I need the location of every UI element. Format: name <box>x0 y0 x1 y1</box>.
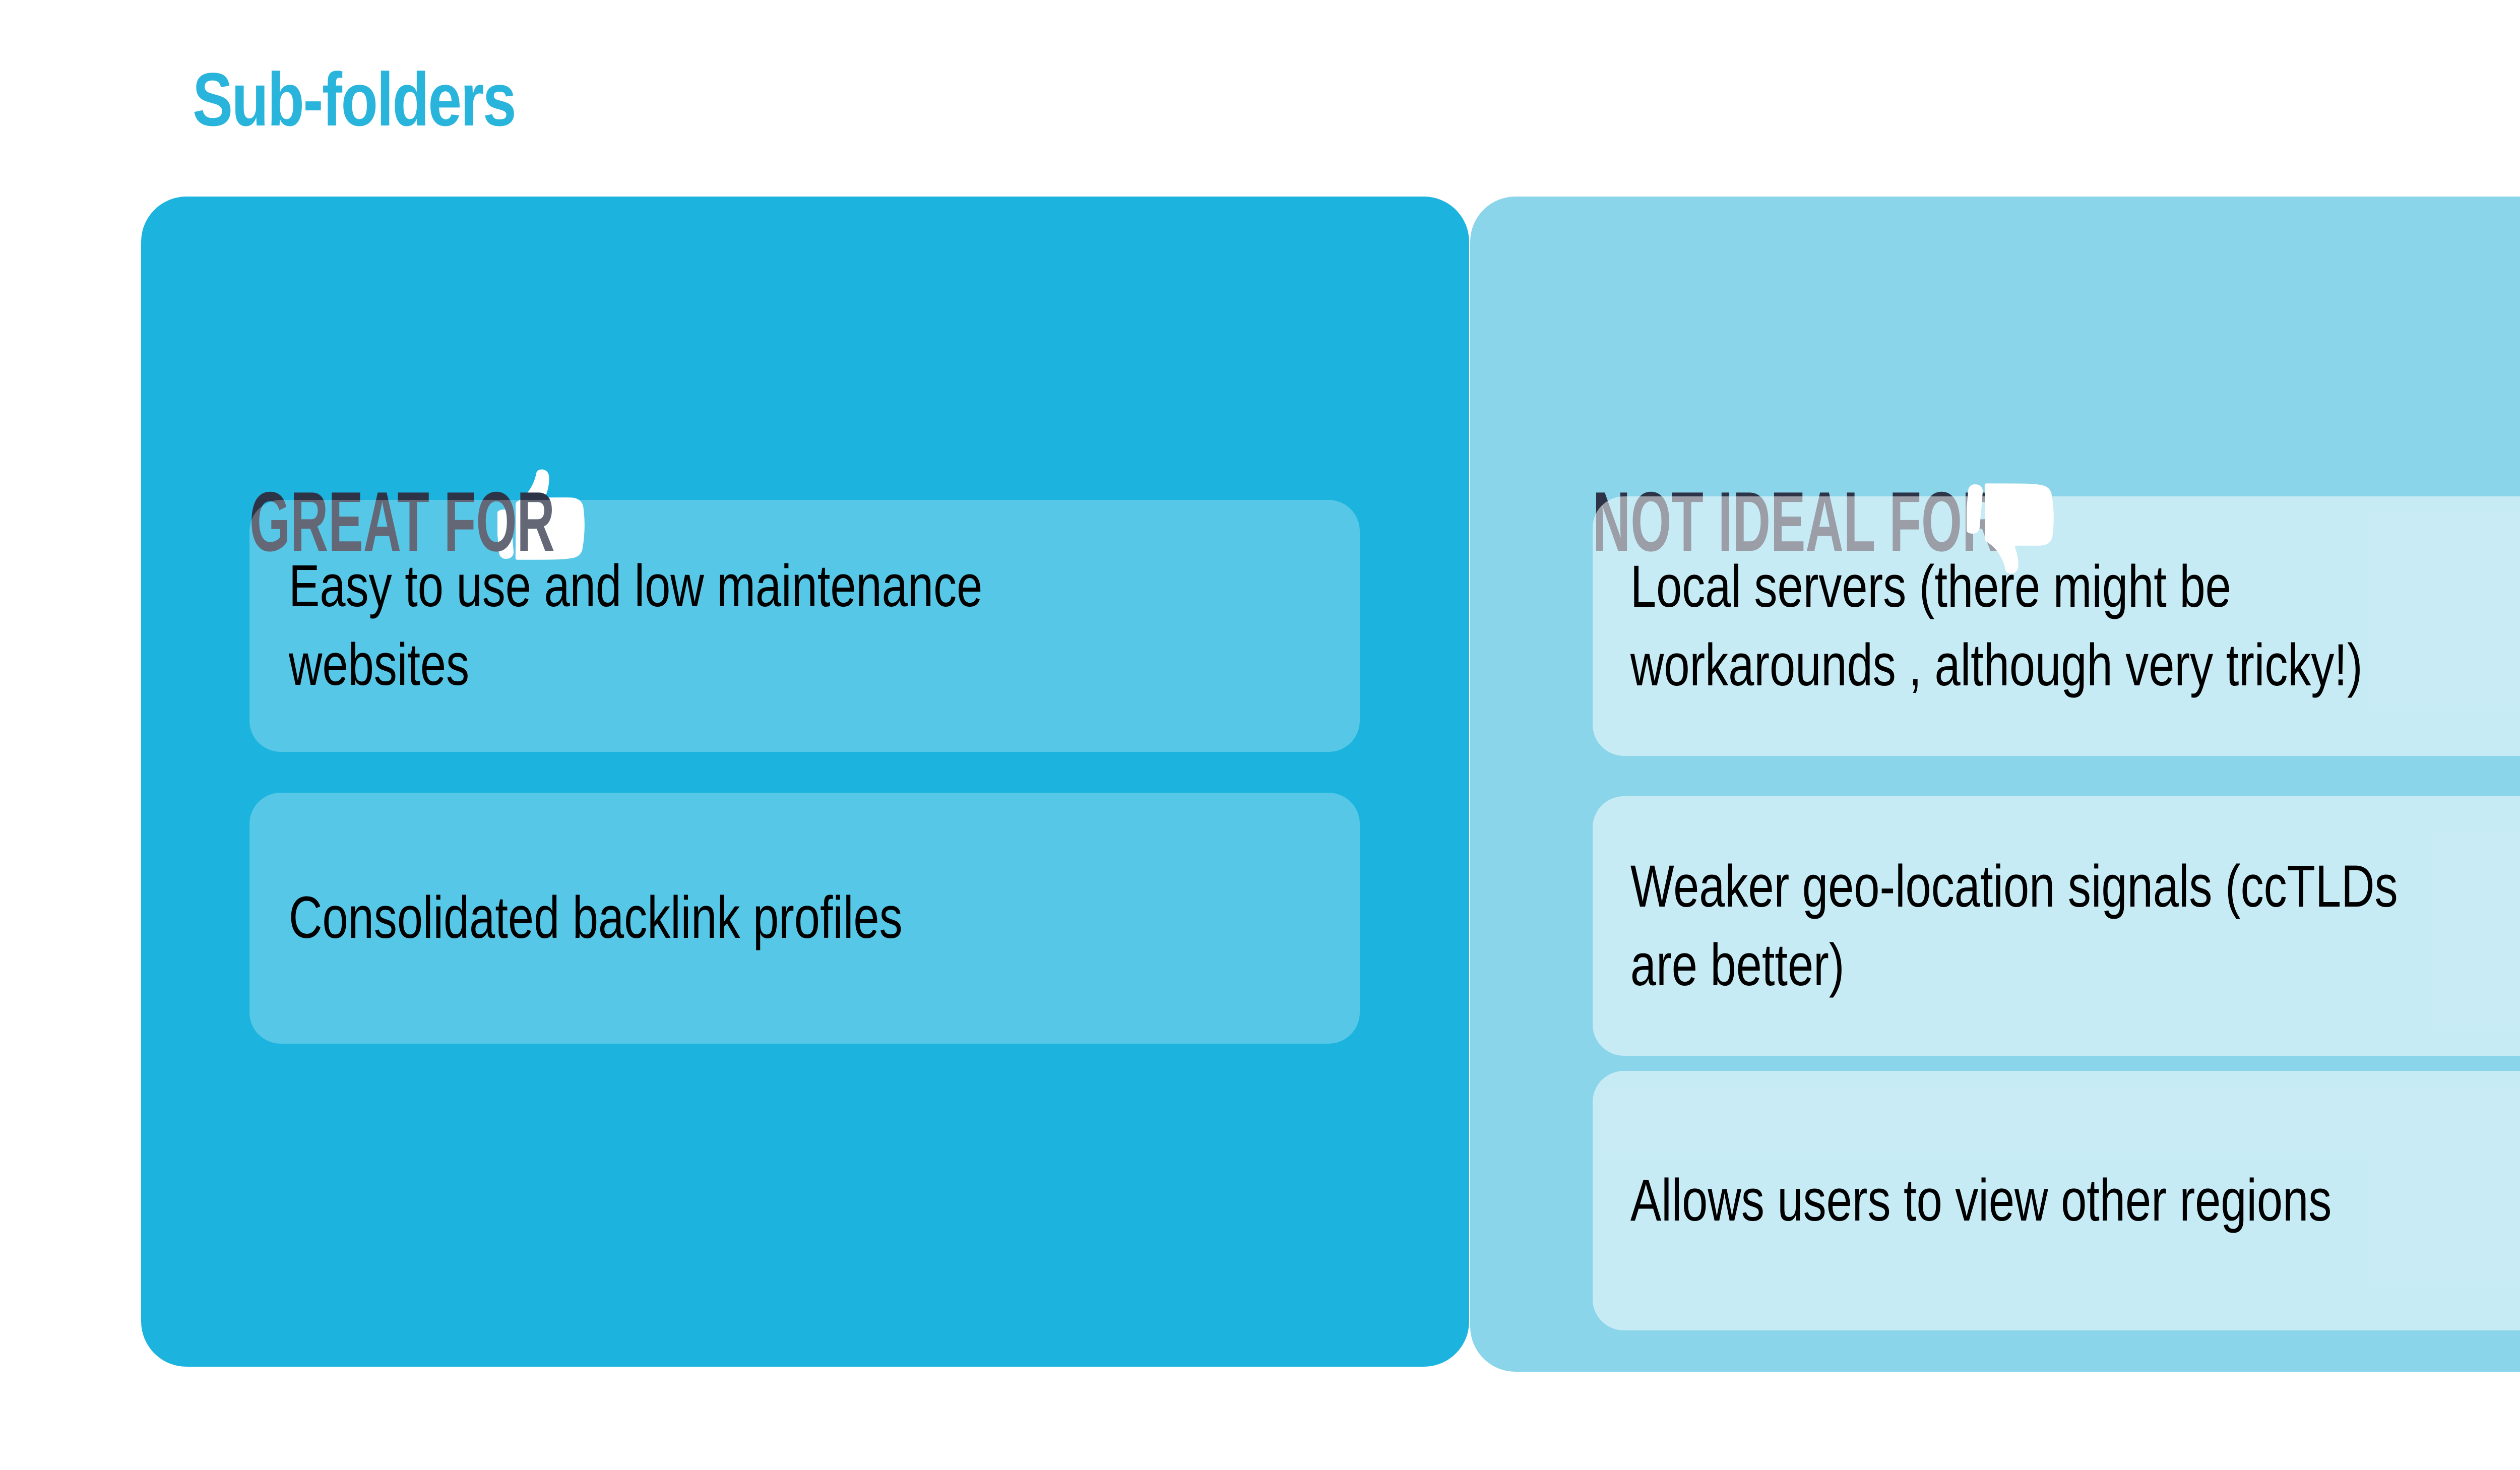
thumbs-up-icon <box>497 469 598 574</box>
list-item-label: Easy to use and low maintenance websites <box>289 553 983 698</box>
list-item-label: Weaker geo-location signals (ccTLDs are … <box>1630 853 2398 998</box>
list-item: Weaker geo-location signals (ccTLDs are … <box>1593 796 2520 1056</box>
list-item: Allows users to view other regions <box>1593 1071 2520 1330</box>
list-item-label: Consolidated backlink profiles <box>289 884 903 951</box>
panel-header-great-for: GREAT FOR <box>249 469 598 574</box>
panel-not-ideal-for: NOT IDEAL FOR Local servers (there might… <box>1470 197 2520 1372</box>
page-title: Sub-folders <box>193 57 517 142</box>
list-item-label: Allows users to view other regions <box>1630 1167 2332 1234</box>
list-item-label: Local servers (there might be workaround… <box>1630 553 2363 698</box>
panel-great-for: GREAT FOR Easy to use and low maintenanc… <box>141 197 1469 1367</box>
list-item: Consolidated backlink profiles <box>249 793 1360 1044</box>
list-item: Easy to use and low maintenance websites <box>249 500 1360 752</box>
list-item: Local servers (there might be workaround… <box>1593 496 2520 756</box>
